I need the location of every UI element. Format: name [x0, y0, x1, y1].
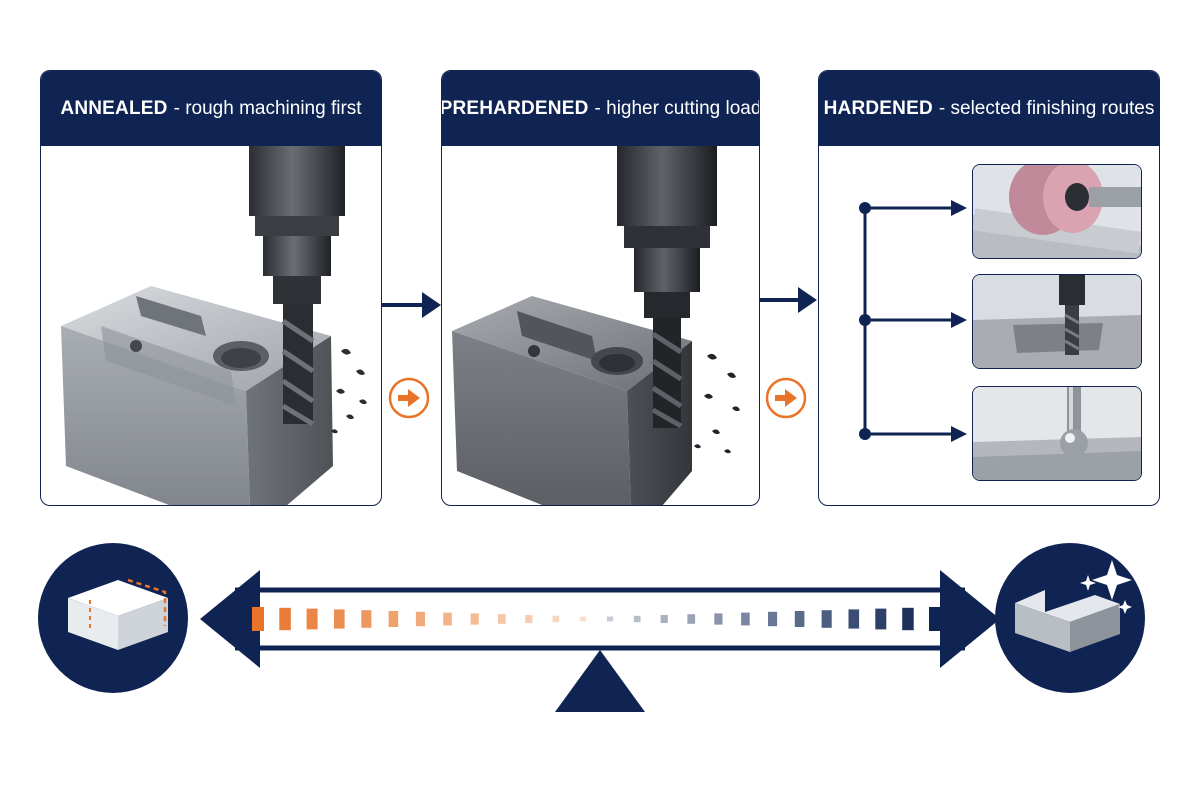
panel-prehardened: PREHARDENED - higher cutting load	[441, 70, 760, 506]
balance-beam	[200, 570, 1000, 668]
panel-title-rest: - higher cutting load	[594, 97, 760, 119]
track-dash	[875, 608, 887, 630]
end-mill-icon	[973, 275, 1141, 368]
track-dash	[794, 611, 805, 627]
track-dash	[361, 610, 372, 628]
panel-title-bold: PREHARDENED	[441, 97, 589, 119]
track-dash	[821, 610, 832, 628]
track-dash	[848, 609, 860, 629]
track-dash	[497, 614, 506, 624]
grinding-route-photo	[972, 164, 1142, 259]
track-dash	[902, 607, 914, 631]
track-dash	[768, 611, 778, 627]
track-dash	[633, 615, 641, 623]
panel-hardened: HARDENED - selected finishing routes	[818, 70, 1160, 506]
prehardened-milling-illustration	[452, 146, 740, 505]
track-dash	[579, 616, 586, 622]
panel-title-rest: - rough machining first	[173, 97, 362, 119]
route-arrow	[859, 426, 967, 442]
track-dash	[714, 613, 723, 625]
track-dash	[660, 615, 668, 623]
end-mill-cutter	[281, 304, 315, 427]
metal-chips	[694, 353, 740, 454]
end-mill-route-photo	[972, 274, 1142, 369]
fulcrum-triangle	[555, 650, 645, 712]
track-dash	[415, 611, 425, 627]
track-dash	[470, 613, 479, 625]
panel-title-bold: ANNEALED	[60, 97, 168, 119]
orange-arrow-icon	[765, 377, 807, 419]
track-dash	[929, 607, 941, 631]
track-dash	[525, 615, 533, 623]
panel-header: HARDENED - selected finishing routes	[819, 71, 1159, 146]
spindle	[249, 146, 345, 304]
panel-header: ANNEALED - rough machining first	[41, 71, 381, 146]
metal-chips	[331, 348, 367, 434]
track-dash	[279, 607, 291, 631]
polished-block-icon	[995, 543, 1145, 693]
flow-arrow-1	[382, 292, 441, 318]
annealed-milling-illustration	[61, 146, 367, 505]
track-dash	[334, 609, 345, 629]
panel-header: PREHARDENED - higher cutting load	[442, 71, 759, 146]
track-dash	[552, 615, 560, 623]
rough-block-icon	[38, 543, 188, 693]
flow-connectors	[382, 287, 817, 419]
track-dash	[306, 608, 318, 630]
ball-end-route-photo	[972, 386, 1142, 481]
track-dash	[388, 611, 399, 627]
gradient-dash-track	[252, 607, 941, 631]
track-dash	[606, 616, 614, 622]
route-branch-lines	[859, 200, 967, 442]
track-dash	[687, 614, 696, 624]
track-dash	[741, 612, 750, 626]
panel-title-bold: HARDENED	[823, 97, 933, 119]
grinding-wheel-icon	[973, 165, 1141, 258]
end-mill-cutter	[651, 318, 683, 429]
sparkle-icon	[1080, 560, 1132, 614]
track-dash	[252, 607, 264, 631]
flow-arrow-2	[760, 287, 817, 313]
ball-end-mill-icon	[973, 387, 1141, 480]
panel-title-rest: - selected finishing routes	[938, 97, 1155, 119]
track-dash	[443, 612, 452, 626]
route-arrow	[859, 312, 967, 328]
panel-annealed: ANNEALED - rough machining first	[40, 70, 382, 506]
spindle	[617, 146, 717, 318]
orange-arrow-icon	[388, 377, 430, 419]
route-arrow	[859, 200, 967, 216]
